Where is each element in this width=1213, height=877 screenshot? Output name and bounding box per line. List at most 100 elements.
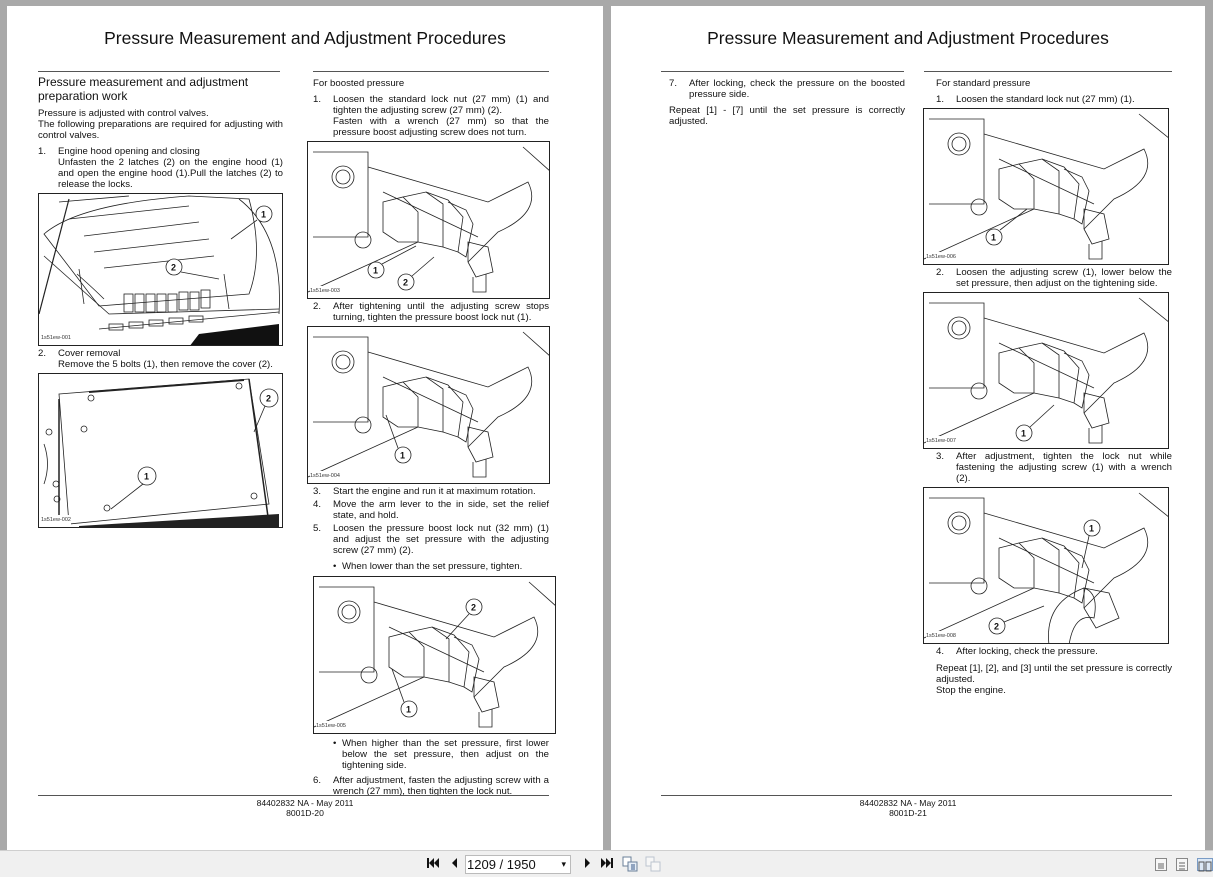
- last-page-button[interactable]: [600, 857, 614, 872]
- figure-valve-004: 1 1s51ew-004: [307, 326, 550, 484]
- step-item: 4. After locking, check the pressure.: [936, 646, 1098, 657]
- prev-page-button[interactable]: [450, 857, 459, 872]
- figure-engine-hood: 1 2 1s51ew-001: [38, 193, 283, 346]
- single-page-view-button[interactable]: [1155, 858, 1167, 871]
- figure-id: 1s51ew-003: [310, 286, 340, 297]
- valve-wrench-illustration-icon: 1 2: [924, 492, 1168, 643]
- bullet-item: • When lower than the set pressure, tigh…: [333, 561, 523, 572]
- svg-text:1: 1: [400, 451, 405, 461]
- next-page-button[interactable]: [583, 857, 592, 872]
- figure-valve-003: 1 2 1s51ew-003: [307, 141, 550, 299]
- intro-text: Pressure is adjusted with control valves…: [38, 108, 283, 141]
- page-layout-icon: [622, 856, 638, 872]
- two-page-view-button[interactable]: [1197, 858, 1213, 872]
- right-column-1: 7. After locking, check the pressure on …: [669, 78, 905, 132]
- valve-illustration-icon: 2 1: [314, 581, 555, 728]
- next-page-icon: [585, 858, 590, 868]
- page-number-input[interactable]: 1209 / 1950 ▾: [465, 855, 571, 874]
- figure-id: 1s51ew-007: [926, 436, 956, 447]
- doc-number: 84402832 NA - May 2011: [859, 798, 957, 808]
- subheading: For standard pressure: [936, 78, 1031, 89]
- divider: [38, 71, 280, 72]
- page-left: Pressure Measurement and Adjustment Proc…: [7, 6, 603, 850]
- figure-id: 1s51ew-005: [316, 721, 346, 732]
- svg-text:1: 1: [144, 472, 149, 482]
- step-item: 1. Loosen the standard lock nut (27 mm) …: [313, 94, 549, 138]
- figure-valve-007: 1 1s51ew-007: [923, 292, 1169, 449]
- divider: [661, 71, 904, 72]
- figure-id: 1s51ew-002: [41, 515, 71, 526]
- svg-text:1: 1: [991, 233, 996, 243]
- svg-text:2: 2: [471, 603, 476, 613]
- step-item: 2. After tightening until the adjusting …: [313, 301, 549, 323]
- engine-hood-illustration-icon: 1 2: [39, 195, 280, 345]
- divider: [924, 71, 1172, 72]
- valve-illustration-icon: 1: [924, 113, 1168, 260]
- subheading: For boosted pressure: [313, 78, 405, 89]
- document-viewer: Pressure Measurement and Adjustment Proc…: [7, 6, 1205, 850]
- page-footer: 84402832 NA - May 2011 8001D-20: [7, 798, 603, 818]
- page-title: Pressure Measurement and Adjustment Proc…: [104, 28, 506, 48]
- svg-text:1: 1: [406, 705, 411, 715]
- right-column-2: For standard pressure 1. Loosen the stan…: [923, 78, 1172, 701]
- single-page-icon: [1158, 863, 1164, 869]
- svg-text:1: 1: [373, 266, 378, 276]
- bullet-item: • When higher than the set pressure, fir…: [333, 738, 549, 771]
- figure-id: 1s51ew-008: [926, 631, 956, 642]
- doc-number: 84402832 NA - May 2011: [256, 798, 354, 808]
- step-item: 1. Loosen the standard lock nut (27 mm) …: [936, 94, 1135, 105]
- step-item: 7. After locking, check the pressure on …: [669, 78, 905, 100]
- step-item: 5. Loosen the pressure boost lock nut (3…: [313, 523, 549, 556]
- continuous-icon: [1179, 862, 1185, 870]
- footer-divider: [661, 795, 1172, 796]
- step-item: 3. After adjustment, tighten the lock nu…: [936, 451, 1172, 484]
- step-item: 1. Engine hood opening and closing Unfas…: [38, 146, 283, 190]
- repeat-note: Repeat [1] - [7] until the set pressure …: [669, 105, 905, 127]
- divider: [313, 71, 549, 72]
- svg-text:2: 2: [994, 622, 999, 632]
- step-item: 4. Move the arm lever to the in side, se…: [313, 499, 549, 521]
- svg-text:1: 1: [261, 210, 266, 220]
- page-sync-icon: [645, 856, 661, 872]
- cover-removal-illustration-icon: 1 2: [43, 378, 279, 527]
- valve-illustration-icon: 1 2: [308, 146, 549, 293]
- page-sync-button[interactable]: [645, 856, 661, 875]
- figure-id: 1s51ew-006: [926, 252, 956, 263]
- svg-text:1: 1: [1021, 429, 1026, 439]
- last-page-icon: [601, 858, 613, 868]
- left-column-2: For boosted pressure 1. Loosen the stand…: [307, 78, 556, 799]
- svg-text:2: 2: [403, 278, 408, 288]
- step-item: 6. After adjustment, fasten the adjustin…: [313, 775, 549, 797]
- figure-cover: 1 2 1s51ew-002: [38, 373, 283, 528]
- valve-illustration-icon: 1: [308, 331, 549, 478]
- page-title: Pressure Measurement and Adjustment Proc…: [707, 28, 1109, 48]
- figure-id: 1s51ew-001: [41, 333, 71, 344]
- two-page-icon: [1198, 861, 1212, 872]
- stop-note: Stop the engine.: [936, 685, 1006, 696]
- page-layout-button[interactable]: [622, 856, 638, 875]
- first-page-icon: [427, 858, 439, 868]
- svg-text:1: 1: [1089, 524, 1094, 534]
- valve-illustration-icon: 1: [924, 297, 1168, 444]
- figure-valve-008: 1 2 1s51ew-008: [923, 487, 1169, 644]
- prev-page-icon: [452, 858, 457, 868]
- figure-valve-006: 1 1s51ew-006: [923, 108, 1169, 265]
- svg-text:2: 2: [171, 263, 176, 273]
- footer-divider: [38, 795, 549, 796]
- section-heading: Pressure measurement and adjustment prep…: [38, 75, 249, 103]
- page-number: 8001D-21: [889, 808, 927, 818]
- repeat-note: Repeat [1], [2], and [3] until the set p…: [936, 663, 1172, 685]
- page-right: Pressure Measurement and Adjustment Proc…: [611, 6, 1205, 850]
- svg-text:2: 2: [266, 394, 271, 404]
- first-page-button[interactable]: [426, 857, 440, 872]
- page-number: 8001D-20: [286, 808, 324, 818]
- figure-id: 1s51ew-004: [310, 471, 340, 482]
- step-item: 2. Cover removal Remove the 5 bolts (1),…: [38, 348, 273, 370]
- navigation-toolbar: 1209 / 1950 ▾: [0, 850, 1213, 877]
- chevron-down-icon[interactable]: ▾: [561, 859, 566, 869]
- page-footer: 84402832 NA - May 2011 8001D-21: [611, 798, 1205, 818]
- step-item: 2. Loosen the adjusting screw (1), lower…: [936, 267, 1172, 289]
- left-column-1: Pressure measurement and adjustment prep…: [38, 75, 283, 530]
- continuous-view-button[interactable]: [1176, 858, 1188, 871]
- step-item: 3. Start the engine and run it at maximu…: [313, 486, 536, 497]
